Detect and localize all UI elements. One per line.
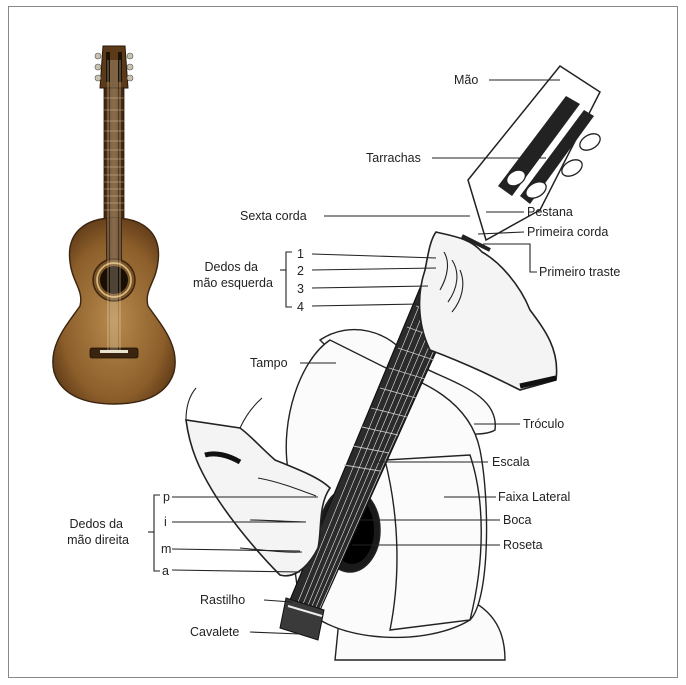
label-faixa-lateral: Faixa Lateral (498, 490, 570, 504)
left-finger-1: 1 (297, 247, 304, 261)
label-roseta: Roseta (503, 538, 543, 552)
right-finger-a: a (162, 564, 169, 578)
label-cavalete: Cavalete (190, 625, 239, 639)
left-hand-group-line2: mão esquerda (193, 276, 273, 290)
label-boca: Boca (503, 513, 532, 527)
left-hand-group-label: Dedos da mão esquerda (193, 260, 273, 290)
right-hand-group-label: Dedos da mão direita (67, 517, 129, 547)
right-hand-group-line2: mão direita (67, 533, 129, 547)
classical-guitar-photo (53, 46, 175, 404)
label-tampo: Tampo (250, 356, 288, 370)
left-finger-2: 2 (297, 264, 304, 278)
label-primeiro-traste: Primeiro traste (539, 265, 620, 279)
label-rastilho: Rastilho (200, 593, 245, 607)
right-finger-i: i (164, 515, 167, 529)
label-pestana: Pestana (527, 205, 573, 219)
right-finger-p: p (163, 490, 170, 504)
right-finger-m: m (161, 542, 171, 556)
label-tarrachas: Tarrachas (366, 151, 421, 165)
left-finger-4: 4 (297, 300, 304, 314)
right-hand-group-line1: Dedos da (70, 517, 124, 531)
left-hand-group-line1: Dedos da (205, 260, 259, 274)
left-finger-3: 3 (297, 282, 304, 296)
label-sexta-corda: Sexta corda (240, 209, 307, 223)
label-troculo: Tróculo (523, 417, 564, 431)
label-mao: Mão (454, 73, 478, 87)
label-escala: Escala (492, 455, 530, 469)
label-primeira-corda: Primeira corda (527, 225, 608, 239)
